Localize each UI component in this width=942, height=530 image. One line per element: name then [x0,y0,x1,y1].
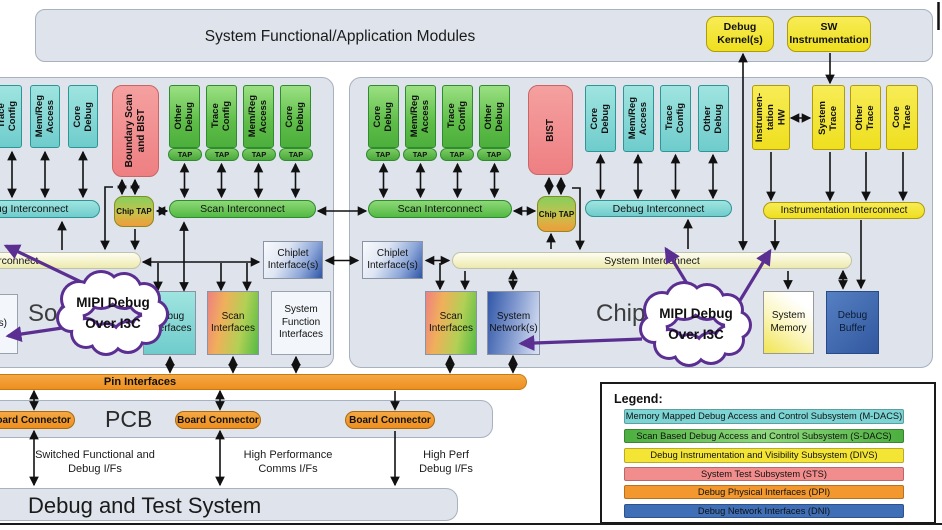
block-label: Mem/Reg Access [626,97,649,140]
high-perf-debug-ifs-label: High Perf Debug I/Fs [419,449,473,475]
chiplet-other-trace: Other Trace [850,85,881,150]
tap-pill: TAP [242,148,276,161]
chiplet-debug-interconnect: Debug Interconnect [585,200,732,217]
chiplet-instrumentation-interconnect: Instrumentation Interconnect [763,202,925,219]
chiplet-mdacs-memreg-access: Mem/Reg Access [622,85,654,152]
soc-mdacs-core-debug: Core Debug [68,85,98,148]
chiplet-system-interconnect: System Interconnect [452,252,852,269]
board-connector: Board Connector [0,411,75,429]
block-label: Trace Config [0,101,18,132]
tap-pill: TAP [403,148,437,161]
chiplet-scan-interconnect: Scan Interconnect [368,200,512,218]
chiplet-bist: BIST [528,85,573,175]
block-label: Core Debug [589,103,612,134]
block-label: System Trace [817,100,840,135]
tap-pill: TAP [440,148,474,161]
block-label: Mem/Reg Access [33,95,56,138]
legend-box: Legend: Memory Mapped Debug Access and C… [600,382,936,524]
block-label: Core Debug [71,101,94,132]
chiplet-sdacs-other-debug: Other Debug [479,85,510,148]
block-label: Boundary Scan and BIST [123,94,147,168]
mipi-debug-over-i3c-callout: MIPI Debug Over I3C [659,306,733,342]
soc-debug-interconnect: Debug Interconnect [0,200,100,218]
soc-sdacs-core-debug: Core Debug [280,85,311,148]
soc-system-function-interfaces: System Function Interfaces [271,291,331,355]
chiplet-mdacs-core-debug: Core Debug [585,85,616,152]
legend-item-sts: System Test Subsystem (STS) [624,466,904,481]
block-label: Mem/Reg Access [409,95,432,138]
legend-item-sdacs: Scan Based Debug Access and Control Subs… [624,428,904,443]
switched-functional-debug-ifs-label: Switched Functional and Debug I/Fs [35,449,155,475]
tap-pill: TAP [477,148,511,161]
chiplet-chiplet-interfaces: Chiplet Interface(s) [362,241,423,279]
chiplet-scan-interfaces: Scan Interfaces [425,291,477,355]
block-label: Core Debug [284,101,307,132]
high-performance-comms-ifs-label: High Performance Comms I/Fs [243,449,333,475]
board-connector: Board Connector [345,411,435,429]
soc-system-interconnect: System Interconnect [0,252,141,269]
soc-scan-interfaces: Scan Interfaces [207,291,259,355]
soc-chip-tap: Chip TAP [114,196,154,227]
block-label: BIST [544,118,556,142]
block-label: Core Trace [890,105,913,130]
chiplet-sdacs-memreg-access: Mem/Reg Access [405,85,436,148]
chiplet-hw-instrumentation: Instrumen- tation HW [752,85,790,150]
mipi-debug-over-i3c-callout: MIPI Debug Over I3C [76,295,150,331]
board-connector: Board Connector [175,411,261,429]
legend-item-divs: Debug Instrumentation and Visibility Sub… [624,448,904,463]
tap-pill: TAP [168,148,202,161]
soc-sdacs-trace-config: Trace Config [206,85,237,148]
chiplet-core-trace: Core Trace [886,85,918,150]
legend-item-dni: Debug Network Interfaces (DNI) [624,503,904,518]
block-label: Trace Config [210,101,233,132]
block-label: Other Trace [854,104,877,131]
block-label: Instrumen- tation HW [754,92,788,143]
chiplet-system-memory: System Memory [763,291,814,354]
page-title: System Functional/Application Modules [204,28,476,45]
block-label: Other Debug [701,103,724,134]
block-label: Mem/Reg Access [247,95,270,138]
chiplet-chip-tap: Chip TAP [537,196,576,232]
debug-test-system-label: Debug and Test System [28,493,262,518]
debug-test-system-bar [0,488,458,521]
block-label: Other Debug [483,101,506,132]
block-label: Trace Config [664,103,687,134]
bottom-border-line [0,523,942,525]
block-label: Interface(s) [0,317,7,329]
chiplet-sdacs-trace-config: Trace Config [442,85,473,148]
tap-pill: TAP [366,148,400,161]
sw-instrumentation-box: SW Instrumentation [787,16,871,52]
clipped-interface-box: Interface(s) [0,294,18,354]
debug-kernels-box: Debug Kernel(s) [706,16,774,52]
chiplet-sdacs-core-debug: Core Debug [368,85,399,148]
soc-chiplet-interfaces: Chiplet Interface(s) [263,241,323,279]
block-label: Core Debug [372,101,395,132]
chiplet-system-trace: System Trace [812,85,845,150]
pin-interfaces-bar [0,374,527,390]
tap-pill: TAP [279,148,313,161]
soc-scan-interconnect: Scan Interconnect [169,200,316,218]
legend-item-mdacs: Memory Mapped Debug Access and Control S… [624,409,904,424]
pcb-label: PCB [105,406,153,432]
soc-boundary-scan-bist: Boundary Scan and BIST [112,85,159,177]
legend-item-dpi: Debug Physical Interfaces (DPI) [624,484,904,499]
chiplet-debug-buffer: Debug Buffer [826,291,879,354]
tap-pill: TAP [205,148,239,161]
legend-heading: Legend: [614,392,663,406]
soc-mdacs-memreg-access: Mem/Reg Access [30,85,60,148]
chiplet-mdacs-trace-config: Trace Config [660,85,691,152]
soc-mdacs-trace-config: Trace Config [0,85,22,148]
block-label: Other Debug [173,101,196,132]
block-label: Trace Config [446,101,469,132]
chiplet-mdacs-other-debug: Other Debug [697,85,729,152]
title-bar [35,9,933,62]
pin-interfaces-label: Pin Interfaces [103,376,177,388]
soc-sdacs-other-debug: Other Debug [169,85,200,148]
soc-sdacs-memreg-access: Mem/Reg Access [243,85,274,148]
chiplet-system-networks: System Network(s) [487,291,540,355]
